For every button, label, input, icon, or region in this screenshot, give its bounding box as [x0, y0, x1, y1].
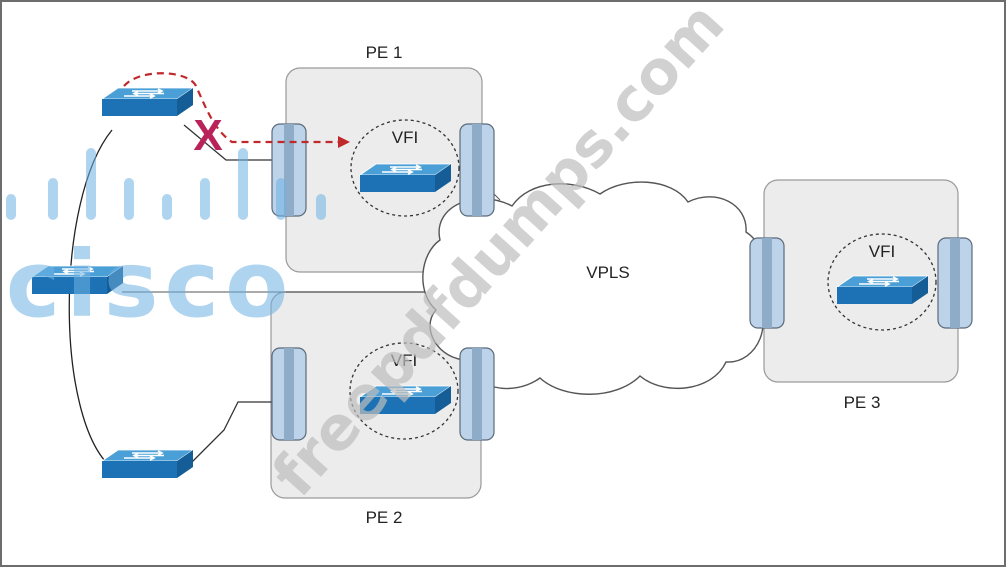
vpls-label: VPLS	[586, 263, 629, 282]
pe2-label: PE 2	[366, 508, 403, 527]
failed-path	[123, 72, 348, 144]
port-interface-icon	[459, 347, 495, 441]
cisco-bars-icon	[6, 148, 326, 220]
pe3-label: PE 3	[844, 393, 881, 412]
vfi3-circle	[827, 233, 937, 331]
vfi1-label: VFI	[392, 128, 418, 147]
vfi2-label: VFI	[391, 351, 417, 370]
vfi1-switch-icon	[359, 163, 452, 193]
ce3-switch-icon	[101, 449, 194, 479]
cisco-logo-watermark: cisco	[6, 148, 326, 338]
ce1-switch-icon	[101, 87, 194, 117]
failed-path-arrow-icon	[338, 136, 350, 148]
port-interface-icon	[459, 123, 495, 217]
vfi3-label: VFI	[869, 242, 895, 261]
ce3-pe2-link	[187, 401, 300, 467]
failure-x-icon: X	[193, 111, 222, 160]
vfi1-circle	[350, 119, 460, 217]
port-interface-icon	[937, 237, 973, 329]
port-interface-icon	[749, 237, 785, 329]
cisco-wordmark: cisco	[6, 231, 295, 338]
port-interface-icon	[271, 347, 307, 441]
vfi3-switch-icon	[836, 275, 929, 305]
pe1-label: PE 1	[366, 43, 403, 62]
vfi2-circle	[349, 342, 459, 440]
